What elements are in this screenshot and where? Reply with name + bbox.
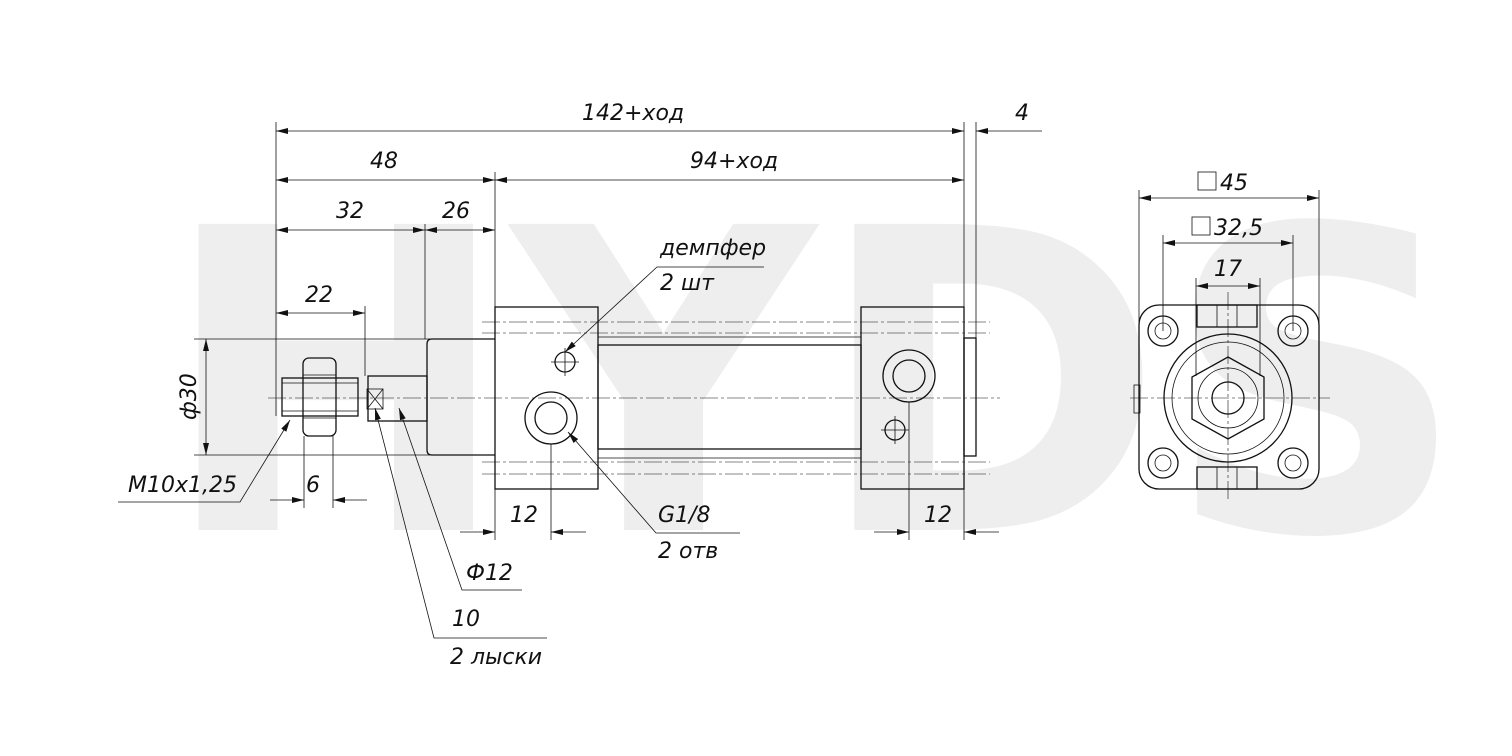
piston-rod [367, 375, 428, 422]
lock-nut [302, 357, 337, 437]
dim-port-front: 12 [510, 503, 538, 528]
dim-thread-length: 22 [305, 283, 333, 308]
square-symbol [1191, 216, 1211, 236]
square-symbol [1197, 171, 1217, 191]
callout-thread: M10x1,25 [128, 473, 237, 498]
dim-head-length: 26 [442, 199, 470, 224]
rod-thread [281, 377, 359, 417]
dim-hex: 17 [1214, 257, 1242, 282]
dim-nut: 6 [306, 473, 320, 498]
rear-cap [963, 337, 977, 457]
end-view: 45 32,5 17 [1130, 171, 1330, 500]
callout-rod-diameter: Ф12 [466, 561, 513, 586]
side-view: 142+ход 4 48 94+ход 32 26 22 ф30 6 12 12… [118, 101, 1042, 670]
dim-outer-square: 45 [1220, 171, 1248, 196]
callout-flats: 10 [452, 607, 480, 632]
dim-overall-length: 142+ход [582, 101, 684, 126]
dim-bore: ф30 [177, 373, 202, 420]
watermark: HYDS [160, 141, 1467, 630]
dim-front-length: 48 [370, 149, 398, 174]
callout-flats-qty: 2 лыски [450, 645, 542, 670]
callout-port-qty: 2 отв [658, 539, 718, 564]
dim-gap: 4 [1015, 101, 1029, 126]
dim-bolt-square: 32,5 [1214, 216, 1263, 241]
dim-rod-length: 32 [336, 199, 364, 224]
dim-port-rear: 12 [924, 503, 952, 528]
dim-body-length: 94+ход [690, 149, 778, 174]
callout-damper-qty: 2 шт [660, 271, 715, 296]
callout-damper: демпфер [659, 236, 766, 261]
callout-port: G1/8 [658, 503, 710, 528]
